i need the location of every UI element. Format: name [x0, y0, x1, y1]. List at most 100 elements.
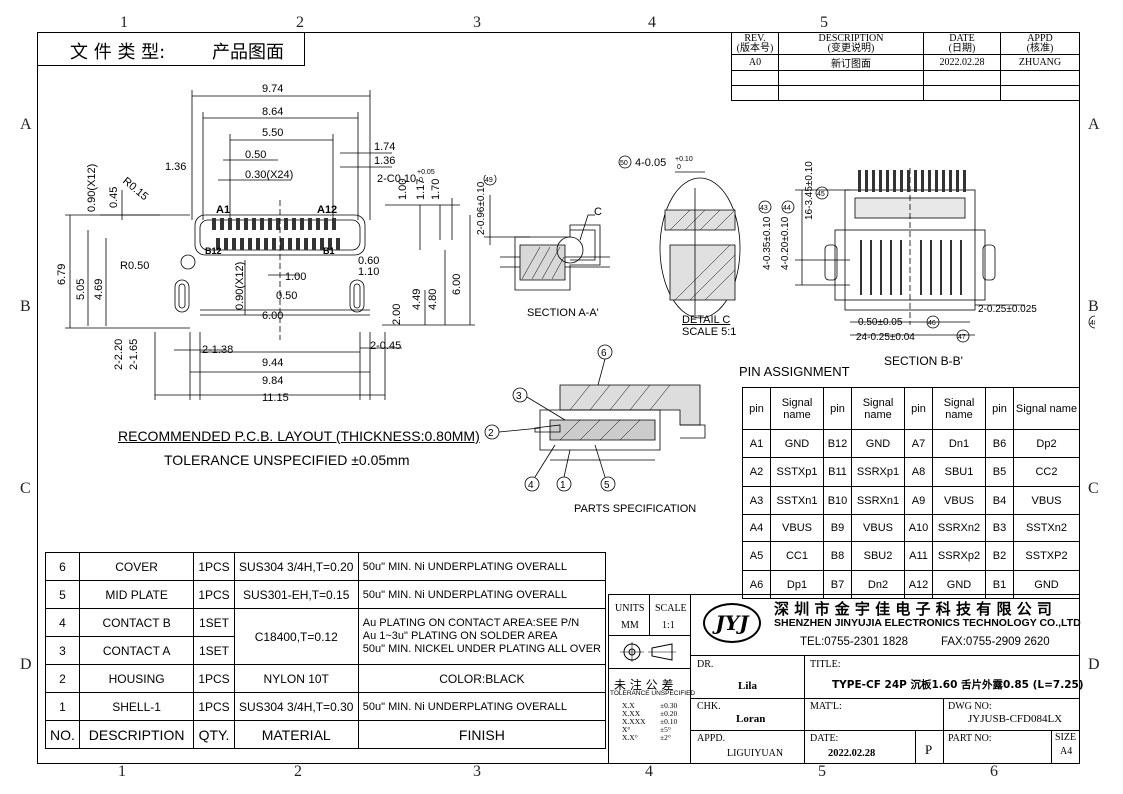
- pin-label-b1: B1: [323, 246, 335, 256]
- tolerance-en: TOLERANCE UNSPECIFIED: [610, 690, 696, 697]
- zone-bottom-1: 1: [118, 763, 126, 780]
- appd-label: APPD.: [697, 733, 726, 744]
- date-label: DATE:: [810, 733, 839, 744]
- section-a-drawing: 2-0.96±0.10 49 C: [476, 175, 610, 291]
- pin-cell: B9: [823, 514, 852, 542]
- signal-cell: VBUS: [770, 514, 824, 542]
- pin-cell: A9: [904, 486, 933, 515]
- title-label: TITLE:: [810, 659, 841, 670]
- table-row: 1 SHELL-1 1PCS SUS304 3/4H,T=0.30 50u" M…: [45, 692, 607, 721]
- pin-cell: A2: [742, 457, 771, 487]
- bom-no: 3: [45, 636, 80, 665]
- sec-b-dim-2-0-25: 2-0.25±0.025: [978, 304, 1037, 315]
- pin-cell: B11: [823, 457, 852, 487]
- pin-cell: A5: [742, 541, 771, 571]
- dim-2-c0-10-tol-up: +0.05: [417, 169, 435, 176]
- desc-header-en: DESCRIPTION: [818, 32, 884, 44]
- bom-description: HOUSING: [78, 664, 195, 693]
- scale-value: 1:1: [662, 620, 675, 631]
- bom-finish: 50u" MIN. Ni UNDERPLATING OVERALL: [357, 692, 607, 721]
- detail-c-drawing: 50 4-0.05 +0.10 0: [618, 155, 741, 319]
- balloon-48: 48: [1090, 320, 1095, 327]
- zone-bottom-2: 2: [294, 763, 302, 780]
- signal-cell: SSTXp1: [770, 457, 824, 487]
- dr-label: DR.: [697, 659, 714, 670]
- sec-b-dim-0-50: 0.50±0.05: [858, 317, 903, 328]
- tol-format: X.X°: [622, 733, 638, 742]
- pin-cell: B12: [823, 429, 852, 458]
- doc-type-box: [37, 32, 305, 66]
- parts-spec-label: PARTS SPECIFICATION: [574, 503, 697, 515]
- zone-left-a: A: [20, 116, 32, 133]
- bom-no: 4: [45, 608, 80, 637]
- signal-header: Signal name: [1013, 387, 1080, 430]
- balloon-47: 47: [958, 334, 966, 341]
- detail-c-label: DETAIL C: [682, 314, 731, 326]
- pin-assignment-title: PIN ASSIGNMENT: [739, 364, 850, 379]
- balloon-50: 50: [620, 160, 628, 167]
- pin-header: pin: [985, 387, 1014, 430]
- zone-right-a: A: [1088, 116, 1100, 133]
- bom-finish-line: Au PLATING ON CONTACT AREA:SEE P/N: [362, 617, 580, 629]
- pin-cell: B3: [985, 514, 1014, 542]
- sec-b-dim-24-0-25: 24-0.25±0.04: [856, 332, 915, 343]
- dim-1-70: 1.70: [430, 179, 442, 200]
- appd-value: LIGUIYUAN: [727, 748, 784, 759]
- signal-cell: SSTXP2: [1013, 541, 1080, 571]
- tol-value: ±0.10: [660, 717, 678, 726]
- p-label: P: [925, 742, 933, 757]
- pin-cell: A3: [742, 486, 771, 515]
- rev-value: A0: [731, 54, 779, 71]
- signal-header: Signal name: [932, 387, 986, 430]
- pin-cell: A8: [904, 457, 933, 487]
- bom-description: CONTACT B: [78, 608, 195, 637]
- bom-header-row: NO. DESCRIPTION QTY. MATERIAL FINISH: [45, 720, 607, 749]
- pin-cell: A4: [742, 514, 771, 542]
- signal-cell: Dn1: [932, 429, 986, 458]
- zone-left-d: D: [20, 656, 32, 673]
- zone-top-4: 4: [648, 14, 656, 31]
- balloon-45: 45: [817, 191, 825, 198]
- bom-qty: 1SET: [193, 608, 235, 637]
- dim-11-15: 11.15: [262, 392, 289, 404]
- bom-description: MID PLATE: [78, 580, 195, 609]
- detail-c-tol-dn: 0: [677, 164, 681, 171]
- zone-right-b: B: [1088, 298, 1099, 315]
- tol-format: X.XX: [622, 709, 641, 718]
- zone-left-b: B: [20, 298, 31, 315]
- projection-symbol-icon: [620, 642, 676, 662]
- zone-top-3: 3: [473, 14, 481, 31]
- dim-1-17: 1.17: [415, 179, 427, 200]
- dim-r0-15: R0.15: [120, 175, 150, 203]
- pin-label-a1: A1: [216, 204, 230, 216]
- dim-6-79: 6.79: [56, 264, 68, 285]
- signal-cell: VBUS: [932, 486, 986, 515]
- pin-cell: A7: [904, 429, 933, 458]
- pin-label-b12: B12: [205, 246, 222, 256]
- revision-table: REV.(版本号) DESCRIPTION(变更说明) DATE(日期) APP…: [731, 32, 1080, 101]
- dim-2-c0-10: 2-C0.10: [377, 173, 416, 185]
- part-balloon-3: 3: [516, 391, 522, 402]
- sec-b-dim-4-0-20: 4-0.20±0.10: [780, 216, 791, 270]
- dim-1-36-right: 1.36: [374, 155, 395, 167]
- signal-cell: GND: [770, 429, 824, 458]
- bom-description: COVER: [78, 552, 195, 581]
- part-no-label: PART NO:: [948, 733, 992, 744]
- dim-8-64: 8.64: [262, 106, 283, 118]
- zone-bottom-4: 4: [645, 763, 653, 780]
- pin-label-a12: A12: [317, 204, 337, 216]
- dim-0-90-x12-top: 0.90(X12): [86, 164, 98, 212]
- title-value: TYPE-CF 24P 沉板1.60 舌片外露0.85 (L=7.25): [832, 679, 1084, 691]
- parts-spec-drawing: 6 3 2 4 1 5: [484, 344, 706, 492]
- dim-0-50-mid: 0.50: [276, 290, 297, 302]
- pin-cell: B10: [823, 486, 852, 515]
- bom-material: NYLON 10T: [233, 664, 359, 693]
- dim-6-00-horizontal: 6.00: [262, 310, 283, 322]
- dim-1-00-mid: 1.00: [285, 271, 306, 283]
- tol-value: ±0.20: [660, 709, 678, 718]
- part-balloon-2: 2: [488, 428, 494, 439]
- dim-6-00-vertical: 6.00: [451, 274, 463, 295]
- rev-header-cn: (版本号): [736, 42, 774, 54]
- part-balloon-4: 4: [528, 480, 534, 491]
